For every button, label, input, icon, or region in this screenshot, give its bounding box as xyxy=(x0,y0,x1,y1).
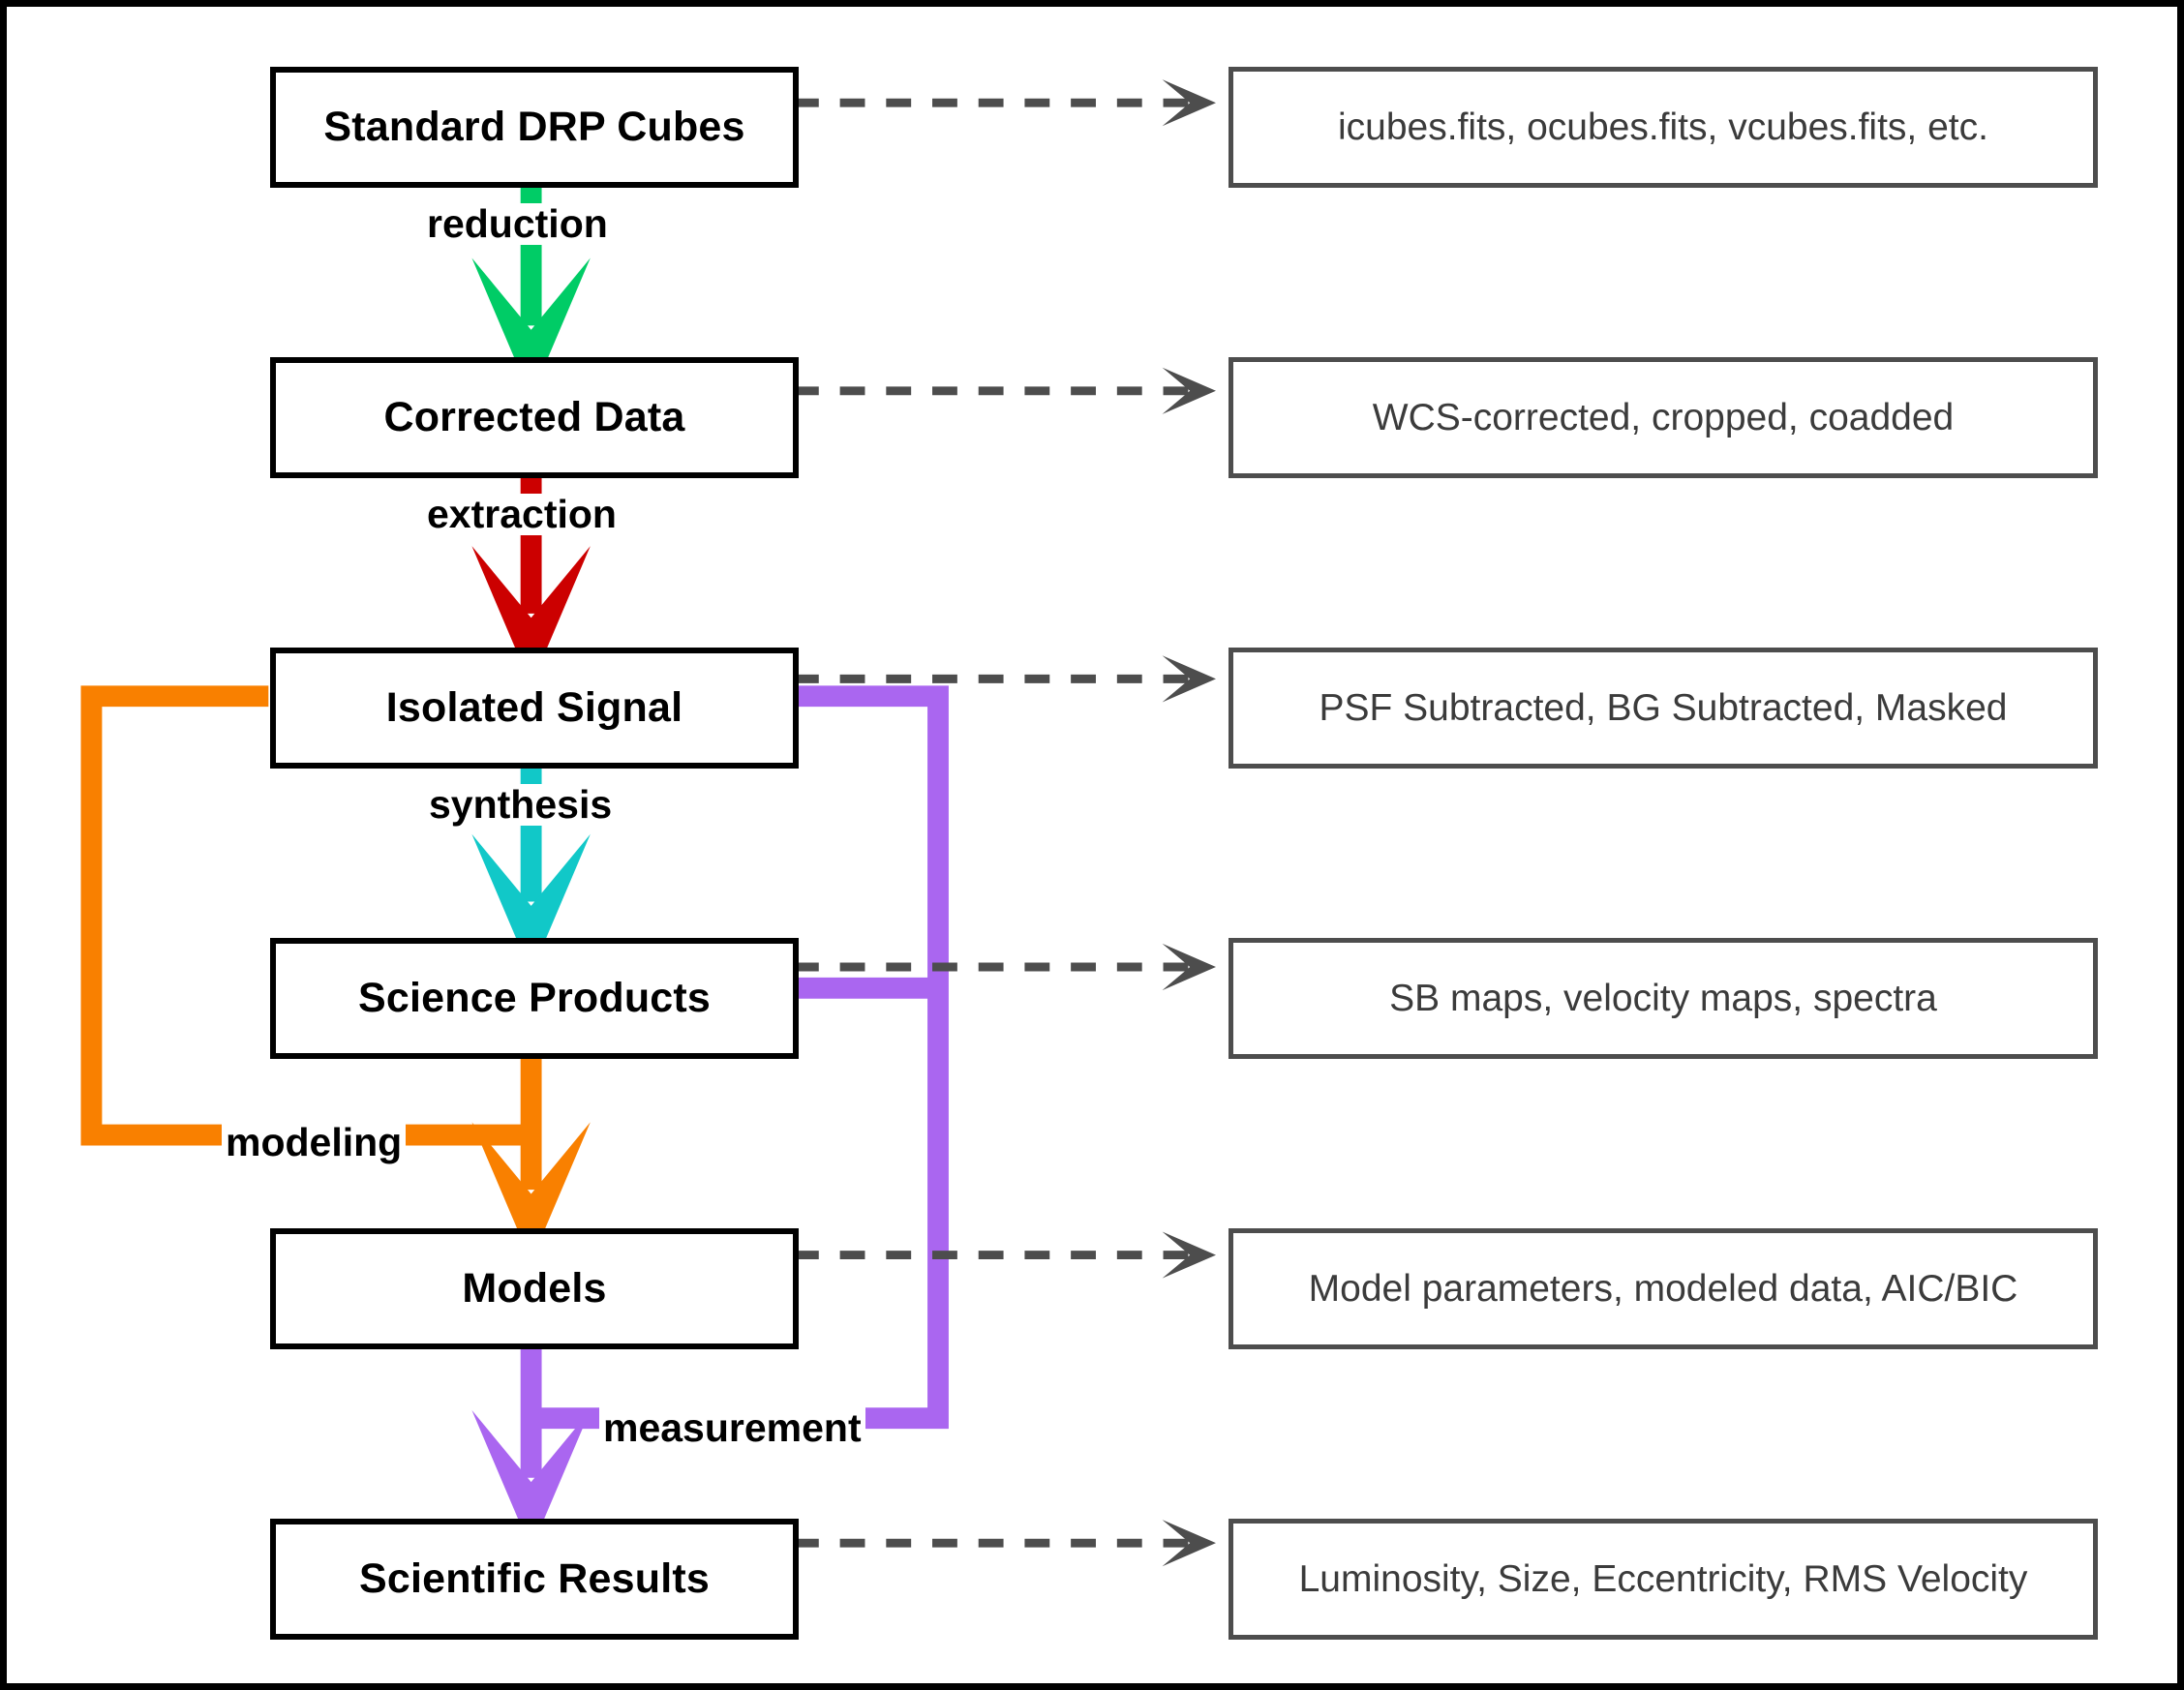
node-scientific-results[interactable]: Scientific Results xyxy=(270,1519,799,1640)
node-corrected-data[interactable]: Corrected Data xyxy=(270,357,799,478)
node-standard-drp-cubes[interactable]: Standard DRP Cubes xyxy=(270,67,799,188)
edge-label-extraction: extraction xyxy=(423,493,621,536)
node-label-standard-drp-cubes: Standard DRP Cubes xyxy=(323,104,745,150)
edge-label-measurement: measurement xyxy=(599,1406,865,1450)
node-label-models: Models xyxy=(462,1265,607,1312)
edge-label-reduction: reduction xyxy=(423,202,612,246)
annotation-label-models: Model parameters, modeled data, AIC/BIC xyxy=(1308,1267,2018,1310)
annotation-science-products: SB maps, velocity maps, spectra xyxy=(1228,938,2098,1059)
node-label-isolated-signal: Isolated Signal xyxy=(385,684,683,731)
annotation-label-isolated-signal: PSF Subtracted, BG Subtracted, Masked xyxy=(1319,686,2008,729)
annotation-models: Model parameters, modeled data, AIC/BIC xyxy=(1228,1228,2098,1349)
node-label-corrected-data: Corrected Data xyxy=(383,394,685,440)
annotation-label-science-products: SB maps, velocity maps, spectra xyxy=(1389,977,1937,1019)
node-science-products[interactable]: Science Products xyxy=(270,938,799,1059)
connector-layer xyxy=(80,79,1217,1567)
node-isolated-signal[interactable]: Isolated Signal xyxy=(270,648,799,769)
node-label-scientific-results: Scientific Results xyxy=(358,1555,711,1602)
edge-label-synthesis: synthesis xyxy=(425,783,617,827)
annotation-corrected-data: WCS-corrected, cropped, coadded xyxy=(1228,357,2098,478)
annotation-results: Luminosity, Size, Eccentricity, RMS Velo… xyxy=(1228,1519,2098,1640)
annotation-label-corrected-data: WCS-corrected, cropped, coadded xyxy=(1372,396,1955,438)
annotation-label-results: Luminosity, Size, Eccentricity, RMS Velo… xyxy=(1298,1557,2028,1600)
node-label-science-products: Science Products xyxy=(357,975,712,1021)
edge-label-modeling: modeling xyxy=(222,1121,407,1164)
annotation-label-drp-cubes: icubes.fits, ocubes.fits, vcubes.fits, e… xyxy=(1338,106,1988,148)
node-models[interactable]: Models xyxy=(270,1228,799,1349)
annotation-drp-cubes: icubes.fits, ocubes.fits, vcubes.fits, e… xyxy=(1228,67,2098,188)
annotation-isolated-signal: PSF Subtracted, BG Subtracted, Masked xyxy=(1228,648,2098,769)
